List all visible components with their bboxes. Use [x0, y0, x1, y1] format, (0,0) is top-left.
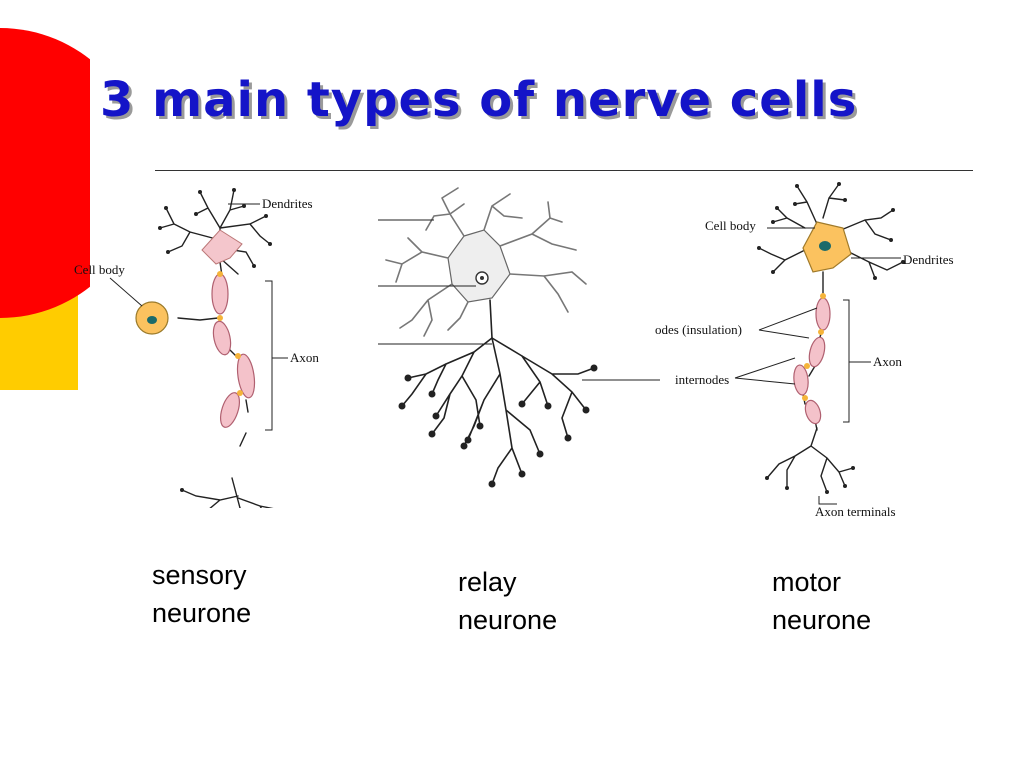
caption-relay-neurone: relay neurone	[458, 563, 557, 639]
label-dendrites: Dendrites	[262, 196, 313, 211]
caption-motor-neurone: motor neurone	[772, 563, 871, 639]
sensory-axon-segments	[211, 273, 256, 428]
relay-neurone-diagram	[378, 187, 660, 488]
label-cell-body: Cell body	[74, 262, 125, 277]
motor-nucleus	[819, 241, 831, 251]
title-divider	[155, 170, 973, 171]
motor-neurone-diagram: Cell body Dendrites odes (insulation) Ax…	[655, 182, 954, 519]
label-internodes: internodes	[675, 372, 729, 387]
label-axon: Axon	[290, 350, 319, 365]
label-axon-terminals: Axon terminals	[815, 504, 896, 519]
caption-line: relay	[458, 567, 517, 597]
label-cell-body: Cell body	[705, 218, 756, 233]
red-circle-shape	[0, 28, 90, 318]
caption-line: neurone	[458, 605, 558, 635]
motor-axon-segments	[793, 297, 831, 425]
caption-line: neurone	[152, 598, 252, 628]
label-axon: Axon	[873, 354, 902, 369]
caption-line: neurone	[772, 605, 872, 635]
sensory-dendrite-cluster	[201, 229, 243, 265]
corner-decoration	[0, 28, 90, 390]
slide-title: 3 main types of nerve cells	[100, 72, 858, 128]
label-dendrites: Dendrites	[903, 252, 954, 267]
caption-line: sensory	[152, 560, 247, 590]
caption-sensory-neurone: sensory neurone	[152, 556, 251, 632]
caption-line: motor	[772, 567, 842, 597]
sensory-nucleus	[147, 316, 157, 324]
label-nodes: odes (insulation)	[655, 322, 742, 337]
sensory-neurone-diagram: Dendrites Cell body Axon	[74, 188, 319, 508]
relay-cell-body	[447, 229, 511, 303]
